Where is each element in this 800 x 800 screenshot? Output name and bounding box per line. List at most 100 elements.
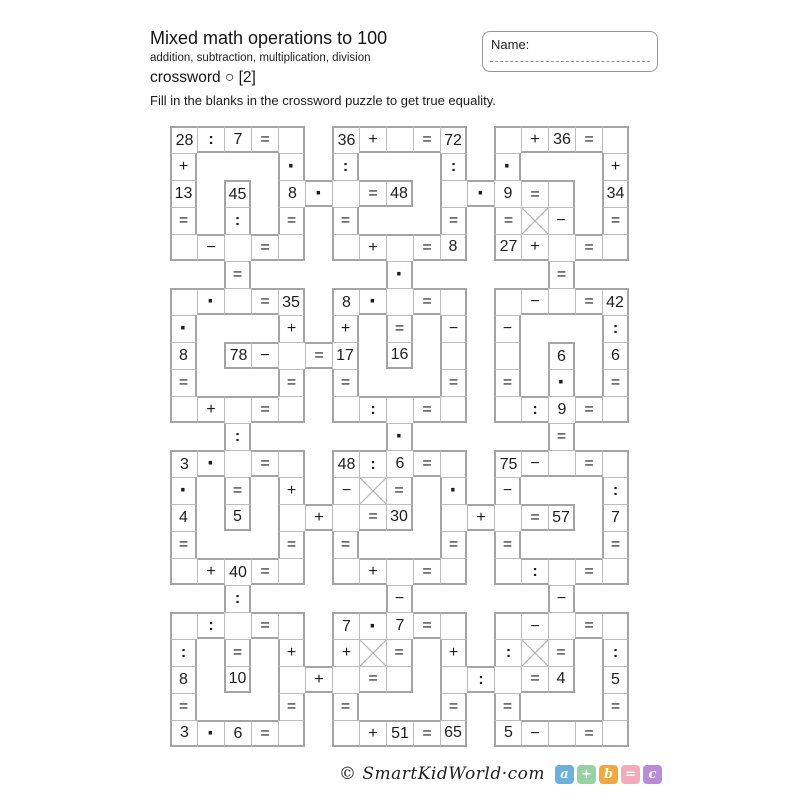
answer-cell[interactable]	[494, 126, 521, 153]
number-cell: 7	[332, 612, 359, 639]
blocked-cell	[359, 639, 386, 666]
answer-cell[interactable]	[602, 612, 629, 639]
operator-cell: =	[575, 126, 602, 153]
answer-cell[interactable]	[278, 612, 305, 639]
answer-cell[interactable]	[548, 558, 575, 585]
operator-cell: =	[305, 342, 332, 369]
answer-cell[interactable]	[494, 504, 521, 531]
answer-cell[interactable]	[494, 666, 521, 693]
number-cell: 65	[440, 720, 467, 747]
number-cell: 51	[386, 720, 413, 747]
answer-cell[interactable]	[278, 234, 305, 261]
operator-cell: =	[359, 504, 386, 531]
answer-cell[interactable]	[440, 504, 467, 531]
operator-cell: ·	[359, 612, 386, 639]
answer-cell[interactable]	[548, 720, 575, 747]
answer-cell[interactable]	[494, 288, 521, 315]
footer-badge-=: =	[621, 764, 640, 784]
answer-cell[interactable]	[440, 342, 467, 369]
operator-cell: :	[224, 585, 251, 612]
answer-cell[interactable]	[332, 558, 359, 585]
answer-cell[interactable]	[386, 666, 413, 693]
answer-cell[interactable]	[278, 126, 305, 153]
answer-cell[interactable]	[548, 612, 575, 639]
operator-cell: ·	[170, 315, 197, 342]
answer-cell[interactable]	[494, 396, 521, 423]
answer-cell[interactable]	[278, 558, 305, 585]
answer-cell[interactable]	[332, 666, 359, 693]
answer-cell[interactable]	[494, 342, 521, 369]
answer-cell[interactable]	[602, 396, 629, 423]
answer-cell[interactable]	[170, 612, 197, 639]
answer-cell[interactable]	[332, 720, 359, 747]
number-cell: 4	[548, 666, 575, 693]
answer-cell[interactable]	[440, 396, 467, 423]
operator-cell: ·	[197, 450, 224, 477]
number-cell: 9	[548, 396, 575, 423]
operator-cell: :	[170, 639, 197, 666]
answer-cell[interactable]	[278, 342, 305, 369]
operator-cell: ·	[440, 477, 467, 504]
answer-cell[interactable]	[548, 180, 575, 207]
blocked-cell	[521, 207, 548, 234]
number-cell: 27	[494, 234, 521, 261]
answer-cell[interactable]	[170, 234, 197, 261]
answer-cell[interactable]	[386, 558, 413, 585]
answer-cell[interactable]	[386, 234, 413, 261]
name-input-line[interactable]	[490, 61, 650, 62]
answer-cell[interactable]	[278, 720, 305, 747]
answer-cell[interactable]	[602, 450, 629, 477]
operator-cell: =	[521, 504, 548, 531]
footer-badge-b: b	[599, 764, 618, 784]
answer-cell[interactable]	[440, 558, 467, 585]
operator-cell: :	[602, 639, 629, 666]
answer-cell[interactable]	[386, 396, 413, 423]
answer-cell[interactable]	[224, 234, 251, 261]
answer-cell[interactable]	[224, 288, 251, 315]
answer-cell[interactable]	[440, 288, 467, 315]
answer-cell[interactable]	[602, 126, 629, 153]
answer-cell[interactable]	[386, 288, 413, 315]
number-cell: 36	[548, 126, 575, 153]
number-cell: 6	[548, 342, 575, 369]
answer-cell[interactable]	[548, 234, 575, 261]
number-cell: 8	[170, 666, 197, 693]
answer-cell[interactable]	[278, 504, 305, 531]
answer-cell[interactable]	[332, 396, 359, 423]
operator-cell: =	[494, 207, 521, 234]
answer-cell[interactable]	[440, 450, 467, 477]
operator-cell: =	[251, 288, 278, 315]
answer-cell[interactable]	[170, 396, 197, 423]
operator-cell: =	[251, 450, 278, 477]
answer-cell[interactable]	[332, 234, 359, 261]
number-cell: 40	[224, 558, 251, 585]
answer-cell[interactable]	[224, 396, 251, 423]
answer-cell[interactable]	[278, 450, 305, 477]
answer-cell[interactable]	[548, 288, 575, 315]
operator-cell: =	[413, 720, 440, 747]
answer-cell[interactable]	[602, 558, 629, 585]
answer-cell[interactable]	[332, 504, 359, 531]
answer-cell[interactable]	[602, 720, 629, 747]
number-cell: 36	[332, 126, 359, 153]
answer-cell[interactable]	[440, 666, 467, 693]
answer-cell[interactable]	[494, 558, 521, 585]
answer-cell[interactable]	[440, 612, 467, 639]
answer-cell[interactable]	[278, 396, 305, 423]
answer-cell[interactable]	[170, 558, 197, 585]
answer-cell[interactable]	[548, 450, 575, 477]
operator-cell: :	[224, 423, 251, 450]
answer-cell[interactable]	[224, 612, 251, 639]
number-cell: 8	[170, 342, 197, 369]
answer-cell[interactable]	[278, 666, 305, 693]
answer-cell[interactable]	[440, 180, 467, 207]
answer-cell[interactable]	[386, 126, 413, 153]
number-cell: 5	[602, 666, 629, 693]
answer-cell[interactable]	[170, 288, 197, 315]
answer-cell[interactable]	[332, 180, 359, 207]
answer-cell[interactable]	[494, 612, 521, 639]
answer-cell[interactable]	[224, 450, 251, 477]
answer-cell[interactable]	[602, 234, 629, 261]
operator-cell: +	[278, 315, 305, 342]
